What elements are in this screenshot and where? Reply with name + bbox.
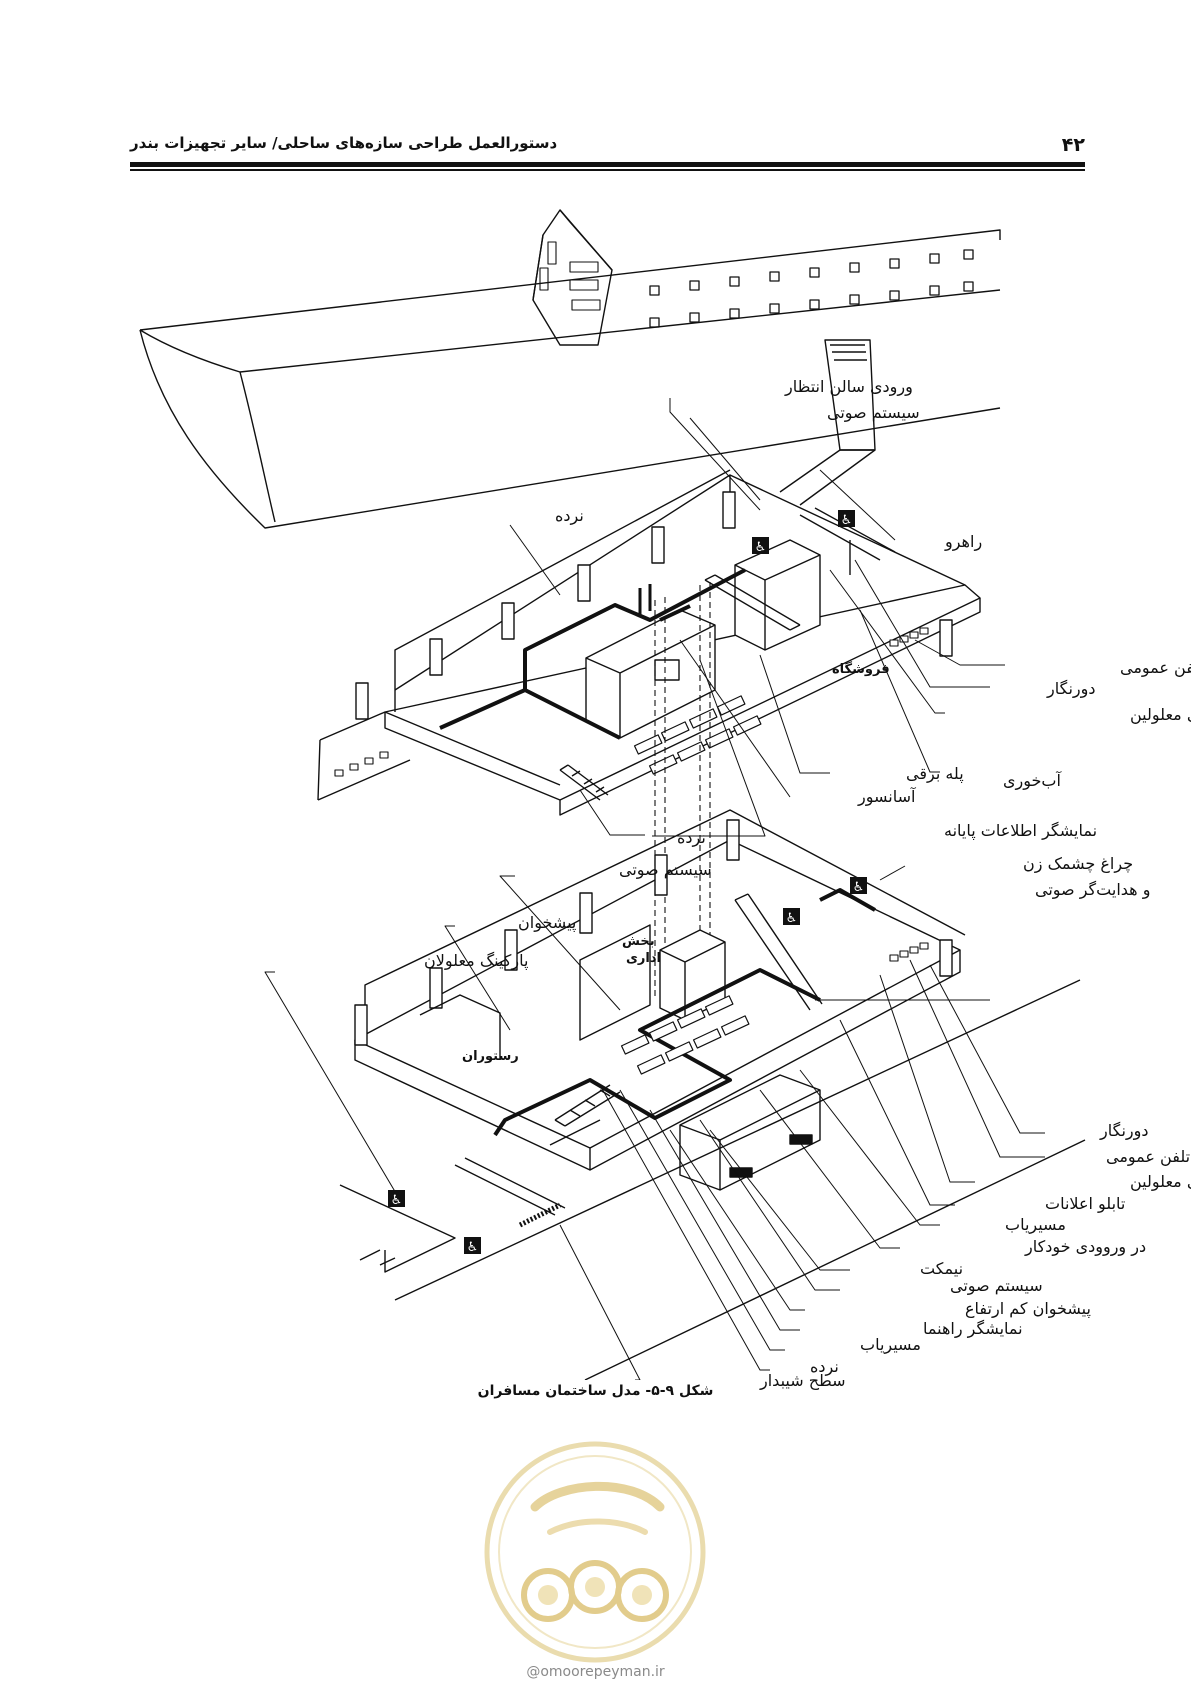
svg-text:♿: ♿	[853, 880, 865, 895]
wheelchair-icon: ♿	[838, 510, 855, 528]
office-label-line1: بخش	[622, 934, 655, 949]
fax-lower-label: دورنگار	[1099, 1121, 1148, 1141]
wheelchair-icon: ♿	[752, 537, 769, 555]
escalator-label: پله برقی	[906, 764, 964, 784]
guide-display-label: نمایشگر راهنما	[923, 1319, 1023, 1339]
upper-floor-labels: ورودی سالن انتظار سیستم صوتی نرده راهرو …	[555, 377, 1191, 848]
wheelchair-icon: ♿	[464, 1237, 481, 1255]
counter-label: پیشخوان	[518, 913, 576, 933]
sound-system-label: سیستم صوتی	[827, 403, 920, 423]
watermark-site: @omoorepeyman.ir	[526, 1664, 665, 1680]
running-title: دستورالعمل طراحی سازه‌های ساحلی/ سایر تج…	[130, 134, 558, 152]
sound-system-lower-label: سیستم صوتی	[619, 860, 712, 880]
railing-lower-label: نرده	[810, 1357, 839, 1377]
ship-drawing	[139, 209, 1001, 529]
leader-lines	[264, 398, 1045, 1380]
wheelchair-icon: ♿	[850, 877, 867, 895]
accessible-toilet-lower-label: سرویس بهداشتی معلولین	[1130, 1172, 1191, 1192]
ramp-label-layer: سطح شیبدار	[759, 1371, 846, 1390]
room-labels: فروشگاه بخش اداری رستوران	[462, 661, 890, 1064]
wheelchair-icon: ♿	[388, 1190, 405, 1208]
railing-label: نرده	[555, 506, 584, 526]
public-phone-lower-label: تلفن عمومی	[1106, 1147, 1190, 1167]
figure-caption: شکل ۹-۵- مدل ساختمان مسافران	[477, 1383, 714, 1399]
guide-path-label-1: مسیریاب	[1005, 1215, 1066, 1235]
flashing-light-label-line2: و هدایت‌گر صوتی	[1035, 880, 1150, 900]
shaft-dashed-lines	[654, 582, 711, 1000]
accessible-toilet-label: سرویس بهداشتی معلولین	[1130, 705, 1191, 725]
flashing-light-label-line1: چراغ چشمک زن	[1023, 854, 1133, 874]
upper-floor-drawing	[317, 469, 981, 816]
passenger-terminal-figure: ♿ ♿ ♿ ♿ ♿ ♿ فروشگاه بخش اداری رستوران ور	[139, 209, 1191, 1380]
svg-text:♿: ♿	[391, 1193, 403, 1208]
notice-board-label: تابلو اعلانات	[1045, 1194, 1125, 1214]
svg-text:♿: ♿	[841, 513, 853, 528]
railing-stairs-label: نرده	[677, 828, 706, 848]
accessible-parking-label: پارکینگ معلولان	[424, 951, 528, 971]
shop-label: فروشگاه	[832, 661, 890, 677]
lower-floor-labels: چراغ چشمک زن و هدایت‌گر صوتی سیستم صوتی …	[424, 854, 1191, 1377]
wheelchair-icon: ♿	[783, 908, 800, 926]
guide-path-label-2: مسیریاب	[860, 1335, 921, 1355]
corridor-label: راهرو	[944, 532, 982, 552]
svg-text:♿: ♿	[786, 911, 798, 926]
bench-label: نیمکت	[920, 1259, 963, 1278]
fax-label: دورنگار	[1046, 679, 1095, 699]
terminal-info-display-label: نمایشگر اطلاعات پایانه	[944, 821, 1097, 841]
restaurant-label: رستوران	[462, 1049, 519, 1064]
boarding-corridor	[779, 339, 876, 506]
sound-system-2-label: سیستم صوتی	[950, 1276, 1043, 1296]
ramp-label: سطح شیبدار	[759, 1371, 846, 1390]
public-phone-label: تلفن عمومی	[1120, 658, 1191, 678]
waiting-hall-entrance-label: ورودی سالن انتظار	[784, 377, 913, 397]
elevator-label: آسانسور	[857, 787, 917, 807]
automatic-door-label: در وروودی خودکار	[1024, 1237, 1146, 1257]
drinking-fountain-label: آب‌خوری	[1003, 771, 1062, 791]
wheelchair-icons: ♿ ♿ ♿ ♿ ♿ ♿	[388, 510, 867, 1255]
lower-floor-drawing	[339, 809, 1086, 1380]
header-rule-thick	[130, 162, 1085, 167]
header-rule-thin	[130, 169, 1085, 171]
page-header: ۴۲ دستورالعمل طراحی سازه‌های ساحلی/ سایر…	[130, 128, 1085, 164]
page-number: ۴۲	[1061, 134, 1085, 156]
svg-text:♿: ♿	[755, 540, 767, 555]
svg-text:♿: ♿	[467, 1240, 479, 1255]
low-counter-label: پیشخوان کم ارتفاع	[965, 1299, 1091, 1319]
seal-logo	[484, 1441, 706, 1663]
office-label-line2: اداری	[626, 951, 661, 966]
